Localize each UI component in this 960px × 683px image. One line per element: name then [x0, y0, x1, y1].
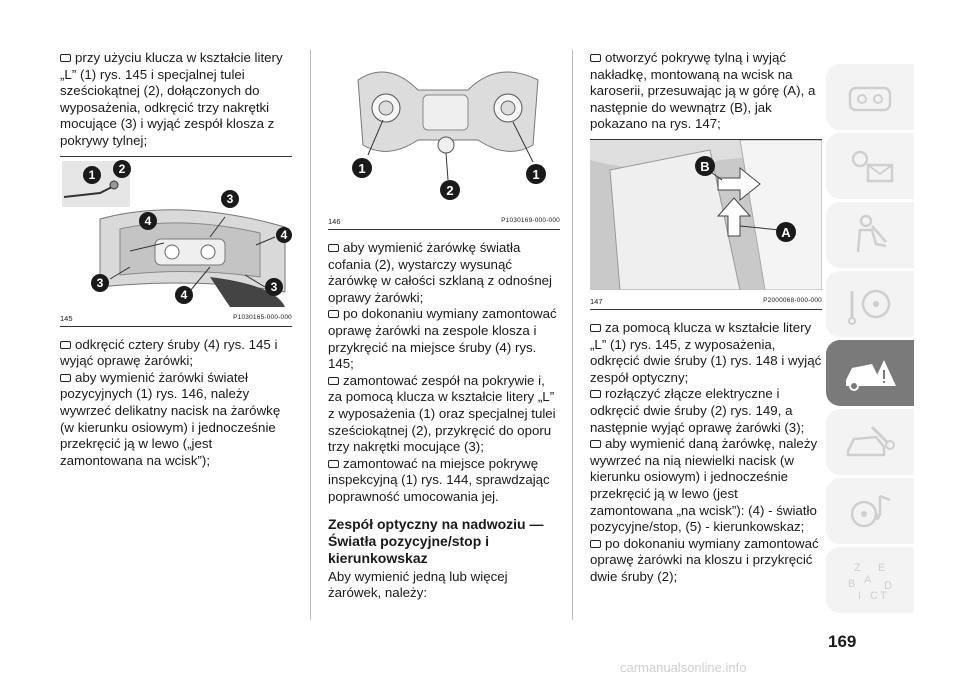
figure-caption: 146 P1030169-000-000: [328, 215, 560, 230]
checkbox-bullet-icon: [60, 340, 71, 349]
column-1: przy użyciu klucza w kształcie litery „L…: [60, 50, 292, 469]
checkbox-bullet-icon: [590, 323, 601, 332]
paragraph: zamontować zespół na pokrywie i, za pomo…: [328, 372, 556, 455]
svg-text:2: 2: [446, 183, 453, 198]
figure-callout: 1: [352, 158, 372, 178]
checkbox-bullet-icon: [60, 373, 71, 382]
checkbox-bullet-icon: [590, 54, 601, 62]
footer-watermark[interactable]: carmanualsonline.info: [620, 660, 747, 675]
figure-callout: 4: [175, 285, 193, 304]
svg-text:3: 3: [271, 280, 278, 294]
checkbox-bullet-icon: [328, 310, 339, 319]
column-3: otworzyć pokrywę tylną i wyjąć nakładkę,…: [590, 50, 823, 585]
svg-text:T: T: [880, 590, 887, 602]
airbag-seat-icon: [856, 214, 887, 253]
svg-text:B: B: [700, 159, 709, 174]
paragraph: przy użyciu klucza w kształcie litery „L…: [60, 50, 283, 148]
car-breakdown-warning-icon: [846, 360, 896, 391]
figure-callout: 1: [83, 165, 101, 184]
figure-code: P2000068-000-000: [763, 296, 822, 304]
taillight-cluster-illustration: 1 2 3 4 4 3 4 3: [60, 156, 292, 307]
figure-number: 147: [590, 296, 603, 306]
paragraph: rozłączyć złącze elektryczne i odkręcić …: [590, 386, 805, 435]
paragraph: odkręcić cztery śruby (4) rys. 145 i wyj…: [60, 336, 278, 369]
checkbox-bullet-icon: [590, 390, 601, 399]
paragraph: zamontować na miejsce pokrywę inspekcyjn…: [328, 455, 550, 504]
checkbox-bullet-icon: [328, 244, 339, 252]
figure-145: 1 2 3 4 4 3 4 3: [60, 155, 292, 312]
tab-safety[interactable]: [826, 202, 914, 268]
car-dashboard-icon: [848, 86, 892, 112]
checkbox-bullet-icon: [60, 54, 71, 62]
tab-multimedia[interactable]: [826, 478, 914, 544]
figure-callout: B: [695, 155, 715, 176]
lights-message-icon: [851, 150, 894, 183]
svg-text:4: 4: [181, 288, 188, 302]
figure-callout: 2: [440, 180, 460, 200]
rear-body-panel-illustration: B A: [590, 139, 823, 291]
key-steering-wheel-icon: [848, 289, 891, 325]
figure-caption: 145 P1030165-000-000: [60, 312, 292, 327]
svg-text:1: 1: [89, 168, 96, 182]
checkbox-bullet-icon: [590, 440, 601, 449]
paragraph: aby wymienić żarówkę światła cofania (2)…: [328, 240, 552, 305]
column-separator: [572, 50, 573, 620]
checkbox-bullet-icon: [590, 539, 601, 548]
figure-callout: 3: [265, 277, 283, 296]
svg-text:B: B: [848, 578, 855, 590]
paragraph: po dokonaniu wymiany zamontować oprawę ż…: [328, 306, 557, 372]
svg-text:1: 1: [532, 167, 539, 182]
media-navigation-icon: [850, 494, 891, 528]
paragraph: po dokonaniu wymiany zamontować oprawę ż…: [590, 535, 819, 584]
figure-callout: 3: [221, 189, 239, 208]
svg-text:E: E: [878, 562, 885, 574]
paragraph: otworzyć pokrywę tylną i wyjąć nakładkę,…: [590, 50, 816, 132]
paragraph: za pomocą klucza w kształcie litery „L” …: [590, 319, 822, 385]
svg-text:1: 1: [358, 161, 365, 176]
column-separator: [310, 50, 311, 620]
figure-code: P1030169-000-000: [501, 217, 560, 224]
tab-starting-driving[interactable]: [826, 271, 914, 337]
page-number: 169: [828, 632, 857, 651]
tab-dashboard[interactable]: [826, 64, 914, 130]
column-2: 1 1 2 146 P1030169-000-000 aby wymienić …: [328, 50, 560, 602]
figure-146: 1 1 2: [328, 50, 560, 215]
figure-147: B A: [590, 138, 823, 295]
figure-callout: 3: [91, 273, 109, 292]
figure-caption: 147 P2000068-000-000: [590, 295, 822, 310]
svg-text:Z: Z: [854, 562, 861, 574]
tab-lights-messages[interactable]: [826, 133, 914, 199]
service-wrench-car-icon: [846, 425, 895, 457]
figure-callout: 1: [526, 164, 546, 184]
tab-emergency[interactable]: [826, 340, 914, 406]
figure-callout: 4: [139, 211, 157, 230]
paragraph: aby wymienić żarówki świateł pozycyjnych…: [60, 369, 281, 468]
checkbox-bullet-icon: [328, 459, 339, 468]
svg-text:C: C: [870, 590, 878, 602]
svg-text:4: 4: [145, 214, 152, 228]
figure-callout: A: [776, 221, 796, 242]
tab-servicing[interactable]: [826, 409, 914, 475]
bulb-holder-illustration: 1 1 2: [328, 50, 560, 210]
svg-text:4: 4: [281, 228, 288, 242]
paragraph: aby wymienić daną żarówkę, należy wywrze…: [590, 436, 818, 535]
checkbox-bullet-icon: [328, 376, 339, 385]
svg-text:3: 3: [227, 192, 234, 206]
figure-callout: 4: [276, 226, 292, 243]
svg-text:A: A: [781, 225, 791, 240]
svg-text:D: D: [884, 580, 892, 592]
figure-callout: 2: [113, 159, 131, 178]
figure-number: 146: [328, 217, 341, 226]
svg-text:I: I: [858, 590, 861, 602]
figure-number: 145: [60, 313, 73, 323]
svg-text:2: 2: [119, 162, 126, 176]
svg-text:3: 3: [97, 276, 104, 290]
paragraph: Aby wymienić jedną lub więcej żarówek, n…: [328, 568, 508, 601]
figure-code: P1030165-000-000: [233, 313, 292, 321]
section-heading: Zespół optyczny na nadwoziu — Światła po…: [328, 515, 544, 566]
svg-text:A: A: [864, 574, 872, 586]
